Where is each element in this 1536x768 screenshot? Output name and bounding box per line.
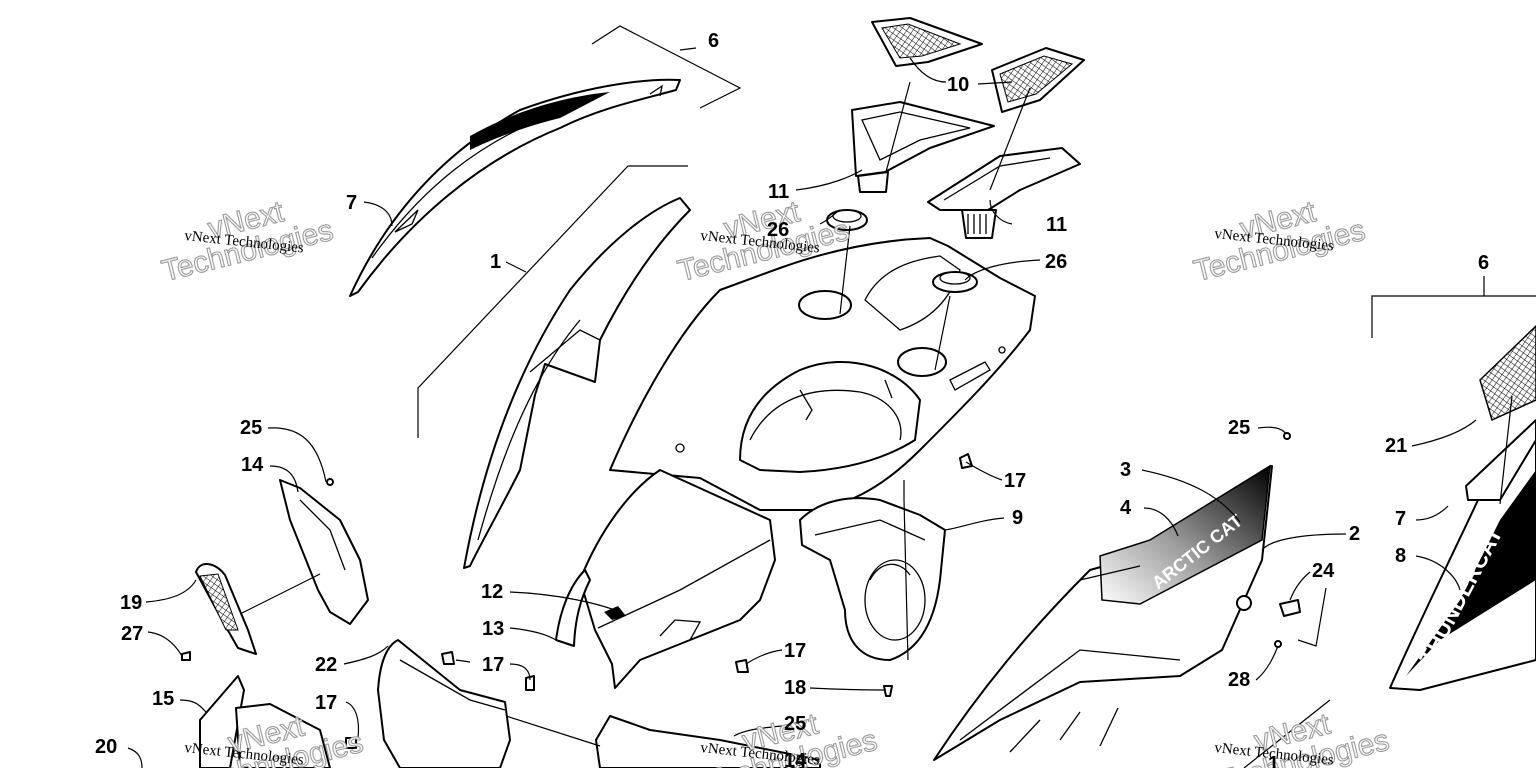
mirror-part [195, 563, 257, 655]
callout-13: 13 [482, 618, 504, 640]
callout-6a: 6 [708, 30, 719, 52]
callout-2: 2 [1349, 523, 1360, 545]
callout-11b: 11 [1046, 214, 1067, 236]
callout-10: 10 [947, 74, 969, 96]
hood-part [609, 237, 1036, 511]
callout-15: 15 [152, 688, 174, 710]
callouts: 6 10 7 11 26 11 1 26 6 25 14 17 9 3 25 2… [95, 30, 1489, 768]
callout-25b: 25 [1228, 417, 1250, 439]
callout-14b: 14 [784, 750, 807, 768]
hardware-parts [181, 432, 1301, 749]
lower-left-panel-part [199, 675, 331, 768]
right-side-panel-part: ARCTIC CAT [933, 464, 1273, 761]
callout-28: 28 [1228, 669, 1250, 691]
callout-18: 18 [784, 677, 806, 699]
callout-17a: 17 [1004, 470, 1026, 492]
side-panel-part [463, 197, 691, 569]
callout-21: 21 [1385, 435, 1407, 457]
callout-25a: 25 [240, 417, 262, 439]
callout-20: 20 [95, 736, 117, 758]
callout-26a: 26 [767, 219, 789, 241]
callout-1a: 1 [490, 251, 501, 273]
callout-25c: 25 [784, 713, 806, 735]
callout-1b: 1 [1268, 753, 1279, 768]
callout-27: 27 [121, 623, 143, 645]
callout-6b: 6 [1478, 252, 1489, 274]
callout-7b: 7 [1395, 508, 1406, 530]
callout-9: 9 [1012, 507, 1023, 529]
callout-8: 8 [1395, 545, 1406, 567]
callout-19: 19 [120, 592, 142, 614]
callout-3: 3 [1120, 459, 1131, 481]
mirror-bracket-part [279, 479, 369, 625]
lower-front-body-part [579, 469, 776, 689]
callout-17b: 17 [784, 640, 806, 662]
vent-grille-part-right [991, 47, 1085, 113]
callout-7a: 7 [346, 192, 357, 214]
windshield-trim-part [349, 78, 681, 297]
far-right-panel-part: THUNDERCAT [1389, 324, 1536, 691]
air-duct-part [799, 497, 946, 661]
side-bracket-part [555, 569, 591, 647]
watermarks: vNext Technologies vNext Technologies vN… [158, 195, 1393, 768]
callout-17d: 17 [315, 692, 337, 714]
leader-lines [127, 25, 1536, 768]
grommet-part-left [826, 209, 868, 231]
callout-26b: 26 [1045, 251, 1067, 273]
callout-11a: 11 [768, 181, 789, 203]
bottom-center-panel-part [595, 715, 821, 768]
callout-24: 24 [1312, 560, 1335, 582]
callout-4: 4 [1120, 497, 1132, 519]
lower-body-panel-part [377, 639, 511, 768]
callout-14a: 14 [241, 454, 264, 476]
vent-grille-part-left [871, 17, 983, 67]
grommet-part-right [932, 271, 978, 293]
vent-housing-part-right [927, 147, 1081, 239]
callout-17c: 17 [482, 654, 504, 676]
callout-22: 22 [315, 654, 337, 676]
callout-12: 12 [481, 581, 503, 603]
vent-housing-part-left [851, 101, 995, 193]
